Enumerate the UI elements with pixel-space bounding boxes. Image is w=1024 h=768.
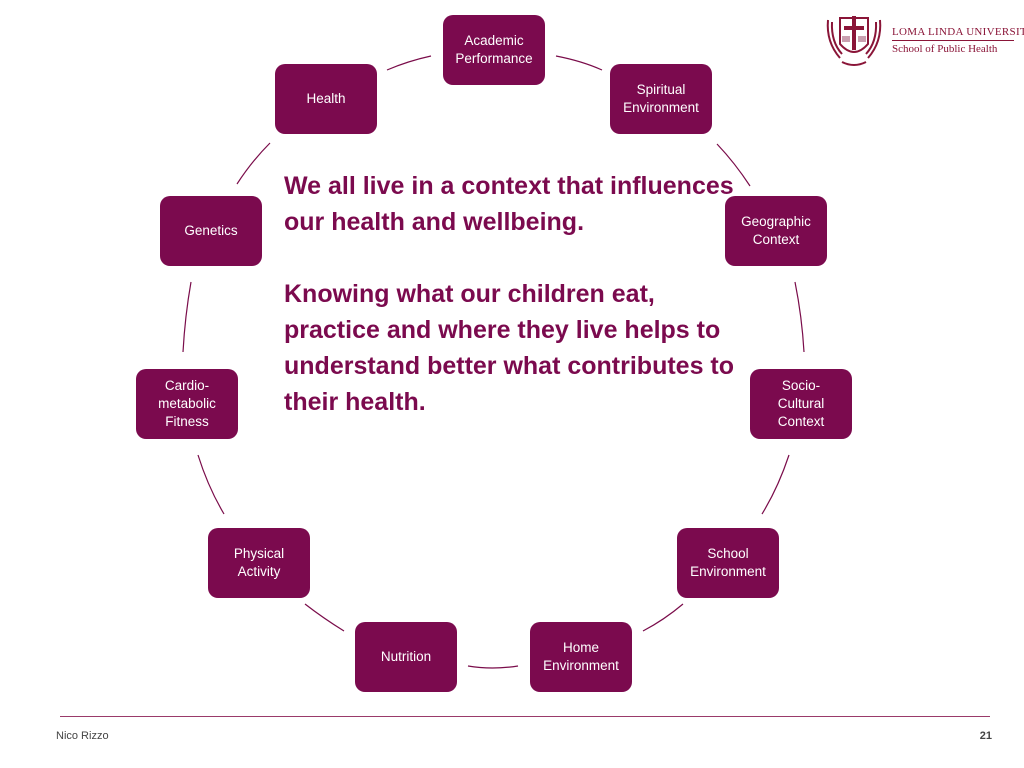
slide-number: 21 [979,730,992,742]
node-spiritual-environment: Spiritual Environment [610,64,712,134]
node-label: Home Environment [543,640,619,673]
logo-school-name: School of Public Health [892,43,998,55]
connector-spiritual-geographic [716,143,751,187]
footer-author: Nico Rizzo [56,730,109,742]
connector-cardio-genetics [182,281,192,353]
node-label: Nutrition [380,649,432,664]
node-label: Spiritual Environment [623,82,699,115]
node-geographic-context: Geographic Context [725,196,827,266]
node-label: Geographic Context [741,214,811,247]
node-home-environment: Home Environment [530,622,632,692]
node-nutrition: Nutrition [355,622,457,692]
node-academic-performance: Academic Performance [443,15,545,85]
university-seal-icon [826,16,882,66]
center-statement: We all live in a context that influences… [284,168,754,420]
connector-school-home [642,603,684,632]
node-label: Academic Performance [455,33,533,66]
connector-physical-cardio [197,454,225,515]
node-health: Health [275,64,377,134]
connector-sociocultural-school [761,454,790,515]
center-paragraph-1: We all live in a context that influences… [284,172,734,236]
university-logo: LOMA LINDA UNIVERSITY School of Public H… [822,12,1024,68]
node-label: Socio- Cultural Context [777,378,825,429]
footer-divider [60,716,990,717]
logo-university-name: LOMA LINDA UNIVERSITY [892,26,1024,38]
node-label: Health [306,91,346,106]
connector-geographic-sociocultural [794,281,805,353]
connector-academic-spiritual [555,55,603,71]
node-label: Genetics [184,223,238,238]
node-socio-cultural-context: Socio- Cultural Context [750,369,852,439]
logo-divider [892,40,1014,41]
node-label: Physical Activity [233,546,285,579]
node-label: Cardio- metabolic Fitness [158,378,216,429]
node-physical-activity: Physical Activity [208,528,310,598]
connector-health-academic [386,55,432,71]
connector-genetics-health [236,142,271,185]
connector-nutrition-physical [304,603,345,632]
node-label: School Environment [690,546,766,579]
node-school-environment: School Environment [677,528,779,598]
node-cardio-metabolic-fitness: Cardio- metabolic Fitness [136,369,238,439]
connector-home-nutrition [467,665,519,669]
center-paragraph-2: Knowing what our children eat, practice … [284,280,735,416]
node-genetics: Genetics [160,196,262,266]
